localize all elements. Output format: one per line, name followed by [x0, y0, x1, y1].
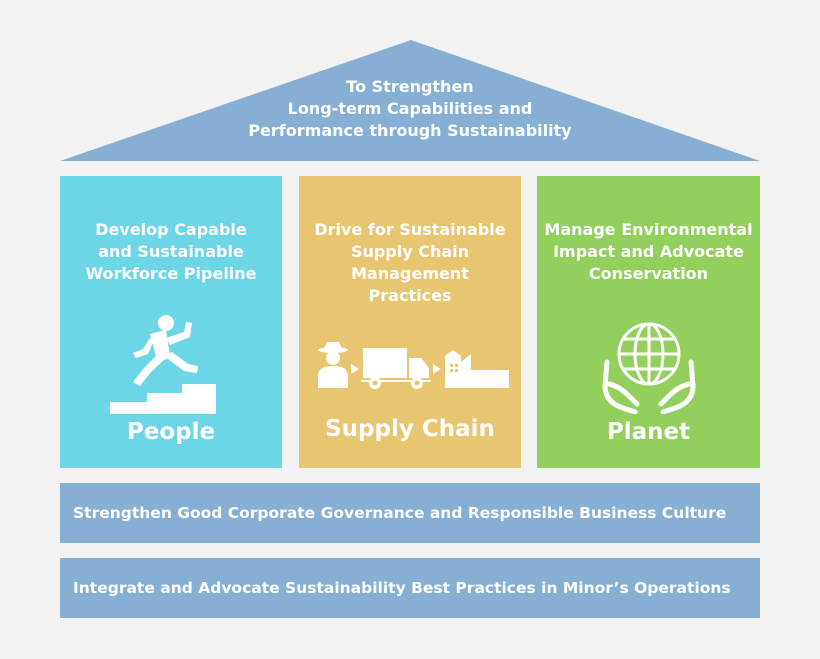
pillar-supply-chain-title-line-3: Management: [351, 264, 469, 283]
pillar-planet-title: Manage Environmental Impact and Advocate…: [543, 219, 754, 285]
pillar-people-label: People: [126, 419, 216, 445]
pillar-people-title-line-2: and Sustainable: [98, 242, 244, 261]
pillar-supply-chain-title: Drive for Sustainable Supply Chain Manag…: [305, 219, 515, 307]
pillar-supply-chain: Drive for Sustainable Supply Chain Manag…: [299, 176, 521, 468]
person-climbing-stairs-icon: [110, 315, 216, 414]
roof-line-1: To Strengthen: [346, 77, 474, 96]
roof-title: To Strengthen Long-term Capabilities and…: [210, 76, 610, 142]
foundation-band-governance: Strengthen Good Corporate Governance and…: [60, 483, 760, 543]
pillar-planet-title-line-3: Conservation: [588, 264, 709, 283]
pillar-planet-label: Planet: [606, 419, 691, 445]
pillar-people-title: Develop Capable and Sustainable Workforc…: [66, 219, 276, 285]
foundation-band-best-practices: Integrate and Advocate Sustainability Be…: [60, 558, 760, 618]
pillar-people-title-line-1: Develop Capable: [95, 220, 247, 239]
roof-shape: [60, 40, 760, 161]
farmer-truck-factory-icon: [318, 342, 509, 389]
pillar-supply-chain-title-line-4: Practices: [368, 286, 452, 305]
pillar-supply-chain-label: Supply Chain: [325, 416, 495, 442]
pillar-planet-title-line-2: Impact and Advocate: [553, 242, 744, 261]
pillar-people-title-line-3: Workforce Pipeline: [85, 264, 257, 283]
globe-in-hands-icon: [602, 322, 696, 414]
pillar-supply-chain-title-line-2: Supply Chain: [350, 242, 470, 261]
pillar-planet-title-line-1: Manage Environmental: [544, 220, 753, 239]
roof-line-2: Long-term Capabilities and: [287, 99, 533, 118]
roof-line-3: Performance through Sustainability: [248, 121, 572, 140]
pillar-supply-chain-title-line-1: Drive for Sustainable: [314, 220, 506, 239]
pillar-people: Develop Capable and Sustainable Workforc…: [60, 176, 282, 468]
pillar-planet: Manage Environmental Impact and Advocate…: [537, 176, 760, 468]
